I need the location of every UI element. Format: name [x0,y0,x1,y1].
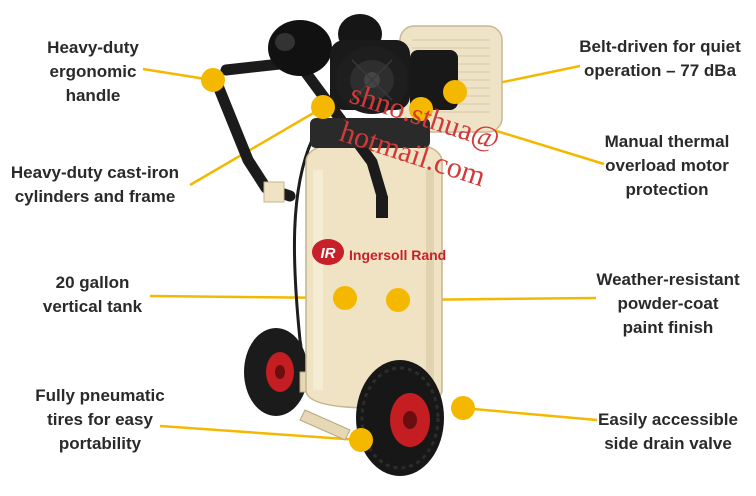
label-paint-line-3: paint finish [622,318,714,337]
label-handle-line-1: Heavy-duty [47,38,139,57]
brand-logo-mark: IR [321,245,336,262]
brand-name: Ingersoll Rand [349,247,446,263]
marker-tank [333,286,357,310]
label-handle-line-2: ergonomic [49,62,137,81]
label-belt: Belt-driven for quiet operation – 77 dBa [570,35,750,83]
label-handle-line-3: handle [65,86,121,105]
label-drain-line-1: Easily accessible [598,410,738,429]
label-paint-line-2: powder-coat [617,294,719,313]
handle [208,56,388,218]
marker-belt [443,80,467,104]
label-handle: Heavy-duty ergonomic handle [28,36,158,108]
marker-thermal [409,97,433,121]
label-cylinders: Heavy-duty cast-iron cylinders and frame [5,161,185,209]
leader-lines [142,64,605,442]
marker-drain [451,396,475,420]
label-thermal-line-3: protection [625,180,709,199]
label-tires-line-3: portability [58,434,142,453]
label-tires: Fully pneumatic tires for easy portabili… [30,384,170,456]
label-cylinders-line-1: Heavy-duty cast-iron [10,163,180,182]
label-drain: Easily accessible side drain valve [588,408,748,456]
label-belt-line-1: Belt-driven for quiet [579,37,741,56]
rear-wheel [244,328,308,416]
marker-cylinders [311,95,335,119]
leader-drain [461,406,598,422]
label-paint: Weather-resistant powder-coat paint fini… [588,268,748,340]
label-drain-line-2: side drain valve [604,434,732,453]
label-thermal-line-2: overload motor [605,156,729,175]
markers [201,68,475,452]
label-thermal: Manual thermal overload motor protection [592,130,742,202]
leader-handle [142,67,213,82]
label-tank-line-2: vertical tank [42,297,143,316]
marker-paint [386,288,410,312]
label-tires-line-2: tires for easy [47,410,153,429]
label-cylinders-line-2: cylinders and frame [14,187,176,206]
label-paint-line-1: Weather-resistant [596,270,740,289]
label-tank: 20 gallon vertical tank [30,271,155,319]
leader-cylinders [189,106,323,187]
leader-tires [159,424,361,442]
label-thermal-line-1: Manual thermal [604,132,730,151]
front-wheel [356,360,444,476]
label-belt-line-2: operation – 77 dBa [583,61,737,80]
marker-handle [201,68,225,92]
label-tires-line-1: Fully pneumatic [35,386,165,405]
label-tank-line-1: 20 gallon [55,273,130,292]
marker-tires [349,428,373,452]
brand-logo: IR Ingersoll Rand [312,239,446,265]
foot-stand [299,409,351,441]
